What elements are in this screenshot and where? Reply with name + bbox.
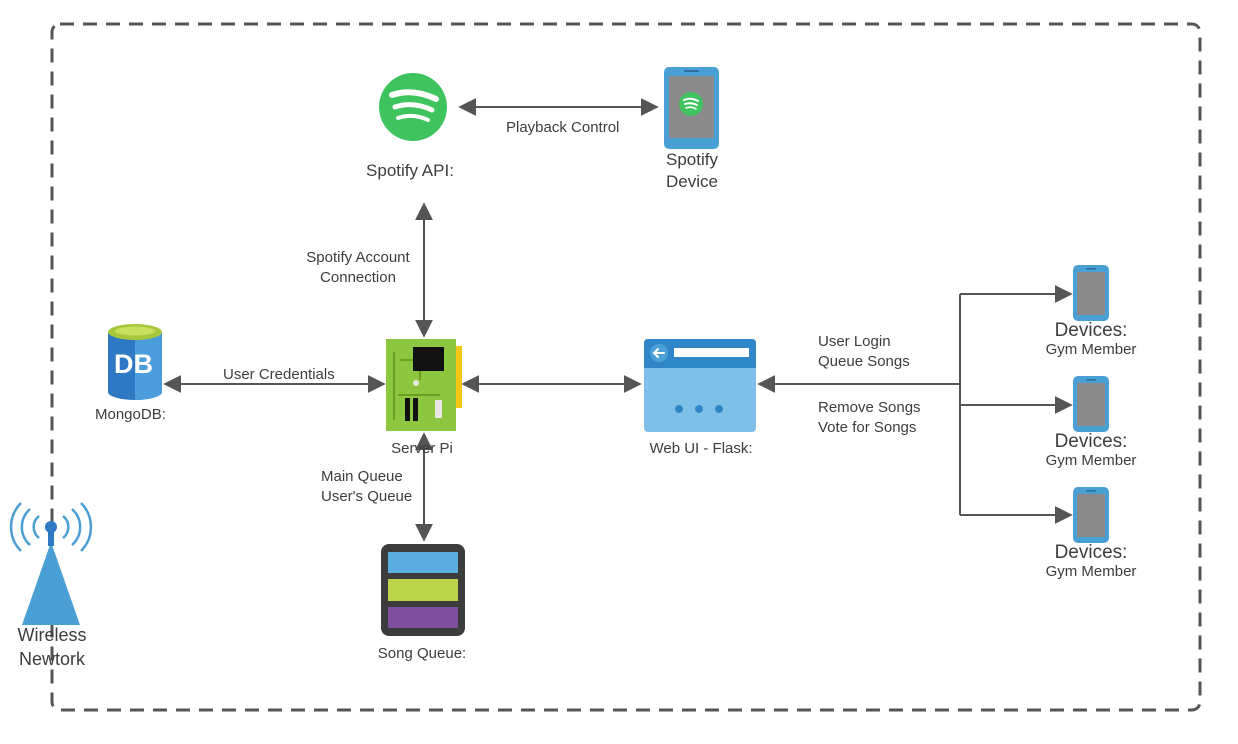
queue-connection-line2: User's Queue — [321, 488, 413, 505]
device-3-title: Devices: — [1054, 542, 1128, 563]
spotify-logo-icon — [379, 73, 447, 141]
wireless-network-line1: Wireless — [17, 625, 87, 645]
account-connection-line1: Spotify Account — [306, 249, 410, 266]
server-pi-label: Server Pi — [391, 440, 453, 457]
song-queue-label: Song Queue: — [377, 645, 467, 662]
phone-icon — [1073, 265, 1109, 321]
playback-control-label: Playback Control — [506, 119, 620, 136]
account-connection-line2: Connection — [320, 269, 396, 286]
wireless-tower-icon — [9, 502, 93, 625]
web-ui-label: Web UI - Flask: — [649, 440, 753, 457]
spotify-device-label-line2: Device — [666, 172, 718, 191]
song-queue-icon — [381, 544, 465, 636]
mongodb-label: MongoDB: — [95, 406, 166, 423]
connectors — [163, 98, 1073, 542]
web-actions-bottom-line2: Vote for Songs — [818, 419, 917, 436]
phone-icon — [1073, 487, 1109, 543]
spotify-api-label: Spotify API: — [366, 161, 454, 180]
browser-window-icon — [644, 339, 756, 432]
phone-icon — [1073, 376, 1109, 432]
spotify-device-label: Spotify Device — [666, 149, 718, 193]
raspberry-pi-icon — [386, 339, 462, 431]
web-actions-top-line2: Queue Songs — [818, 353, 910, 370]
wireless-network-label: Wireless Newtork — [17, 623, 86, 671]
spotify-device-icon — [664, 67, 719, 149]
web-actions-top-label: User Login Queue Songs — [818, 332, 910, 372]
device-2-label: Devices: Gym Member — [1046, 432, 1137, 470]
device-1-title: Devices: — [1054, 320, 1128, 341]
wireless-network-line2: Newtork — [18, 649, 86, 669]
spotify-device-label-line1: Spotify — [666, 150, 718, 169]
queue-connection-label: Main Queue User's Queue — [321, 467, 412, 507]
web-actions-bottom-label: Remove Songs Vote for Songs — [818, 398, 921, 438]
network-boundary — [50, 22, 1202, 712]
db-badge: DB — [114, 349, 153, 379]
web-actions-bottom-line1: Remove Songs — [818, 399, 921, 416]
web-actions-top-line1: User Login — [818, 333, 891, 350]
queue-connection-line1: Main Queue — [321, 468, 403, 485]
user-credentials-label: User Credentials — [223, 366, 335, 383]
database-icon — [108, 324, 162, 400]
device-1-subtitle: Gym Member — [1045, 341, 1137, 358]
device-2-subtitle: Gym Member — [1045, 452, 1137, 469]
device-3-label: Devices: Gym Member — [1046, 543, 1137, 581]
device-3-subtitle: Gym Member — [1045, 563, 1137, 580]
account-connection-label: Spotify Account Connection — [306, 248, 409, 288]
device-1-label: Devices: Gym Member — [1046, 321, 1137, 359]
device-2-title: Devices: — [1054, 431, 1128, 452]
